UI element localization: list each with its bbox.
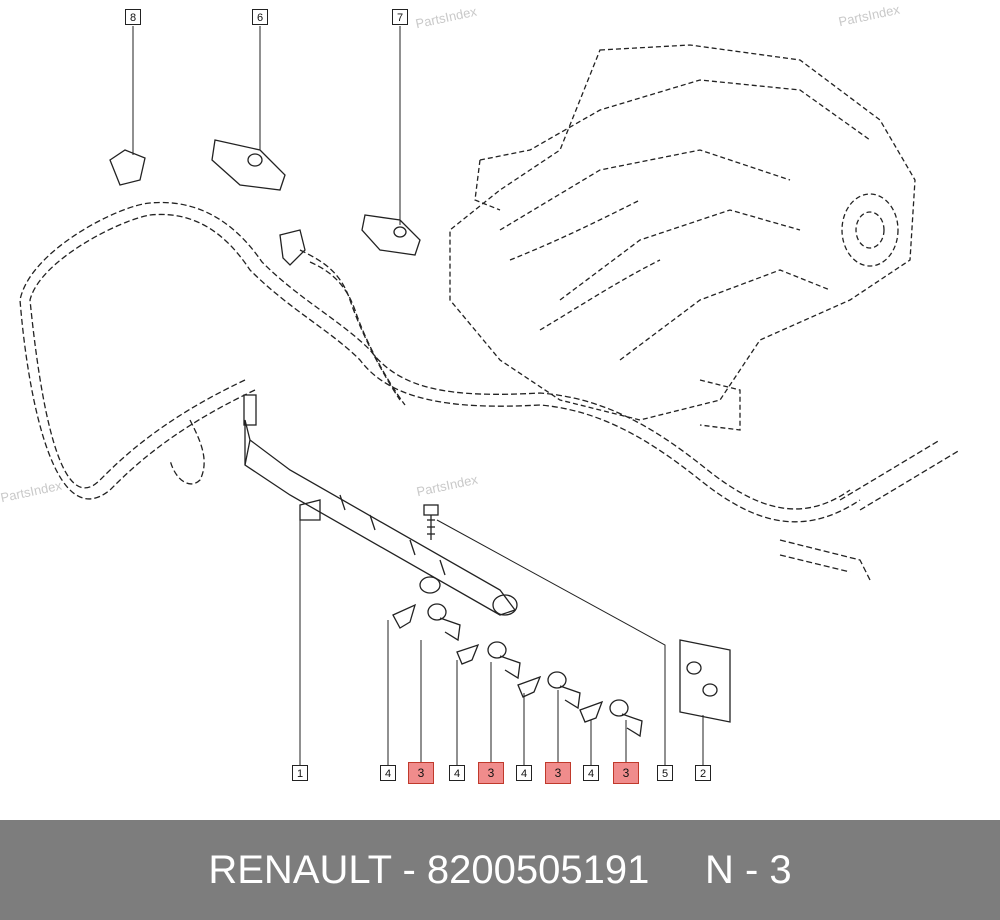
callout-label-7[interactable]: 7 [392,9,408,25]
fuel-injector [427,603,461,642]
bolt [423,504,439,540]
callout-label-8[interactable]: 8 [125,9,141,25]
callout-label-5[interactable]: 5 [657,765,673,781]
pipe-clip-6 [211,139,286,191]
callout-label-6[interactable]: 6 [252,9,268,25]
injector-clip [579,700,604,723]
callout-label-3-highlighted[interactable]: 3 [545,762,571,784]
footer-bar: RENAULT - 8200505191 N - 3 [0,820,1000,920]
callout-label-4[interactable]: 4 [583,765,599,781]
fuel-lines [19,201,961,581]
hose-connector [279,229,306,266]
callout-label-4[interactable]: 4 [380,765,396,781]
injector-clip [517,675,542,698]
seal-kit [679,639,731,723]
pipe-clip-8 [109,149,146,186]
callout-label-3-highlighted[interactable]: 3 [613,762,639,784]
callout-label-4[interactable]: 4 [449,765,465,781]
callout-label-2[interactable]: 2 [695,765,711,781]
leader-lines [132,26,704,765]
fuel-injector [487,641,521,680]
fuel-rail [243,394,518,616]
pipe-clip-7 [361,214,421,256]
injector-clip [456,643,480,665]
callout-label-1[interactable]: 1 [292,765,308,781]
parts-diagram [19,26,961,765]
fuel-injector [609,699,643,738]
fuel-injector [547,671,581,710]
part-number-caption: RENAULT - 8200505191 N - 3 [208,848,792,892]
callout-label-3-highlighted[interactable]: 3 [408,762,434,784]
injector-clip [392,603,417,629]
intake-manifold [449,44,916,431]
callout-label-4[interactable]: 4 [516,765,532,781]
callout-label-3-highlighted[interactable]: 3 [478,762,504,784]
